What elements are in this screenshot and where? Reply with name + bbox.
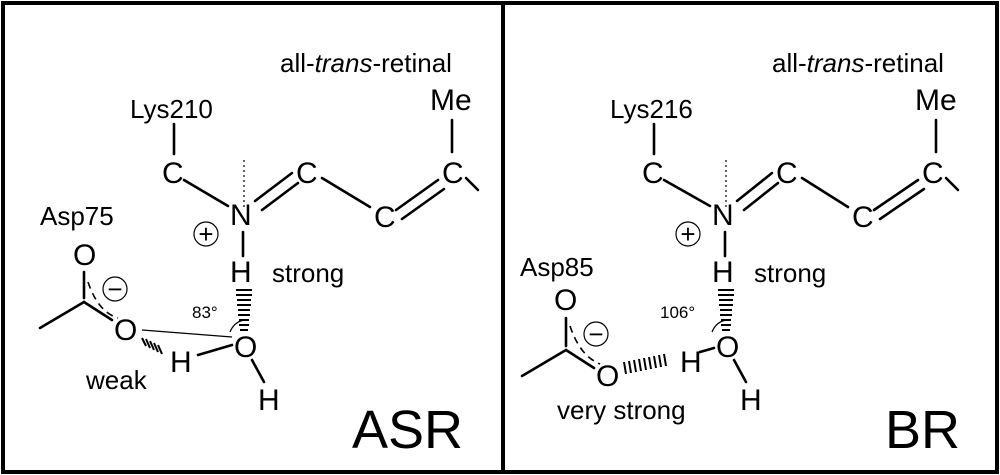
water-oxygen: O (234, 331, 257, 364)
plus-charge: + (680, 219, 695, 249)
retinal-label: all-trans-retinal (772, 48, 944, 78)
angle-arc (711, 319, 727, 333)
nh-bond-strength: strong (754, 258, 826, 288)
panel-asr: all-trans-retinal Lys210 Me Asp75 C N C … (38, 48, 480, 460)
hbond-weak-oh (141, 337, 163, 355)
n-c-double-bond-b (742, 181, 780, 212)
chain-continuation (464, 176, 480, 192)
carboxylate-arc (569, 325, 601, 365)
hbond-very-strong-oh (623, 353, 667, 375)
retinal-carbon-2: C (852, 201, 874, 234)
c-c-double-bond-b (400, 187, 446, 221)
hbond-strong-nh (236, 289, 252, 331)
methyl-label: Me (430, 84, 472, 117)
lys-carbon: C (162, 157, 184, 190)
c-c-bond (320, 176, 372, 209)
c-n-bond (182, 178, 230, 208)
carboxylate-arc (87, 281, 119, 319)
lys-carbon: C (642, 157, 664, 190)
asp-backbone-1 (38, 300, 86, 330)
protein-label: BR (885, 400, 960, 460)
water-oh-bond (698, 346, 716, 354)
oh-bond-strength: weak (85, 365, 148, 395)
asp-backbone-1 (520, 348, 568, 378)
c-c-bond (800, 176, 850, 209)
protein-label: ASR (352, 400, 463, 460)
c-n-bond (662, 178, 712, 208)
lysine-label: Lys210 (130, 94, 213, 124)
asp-oxygen-bottom: O (596, 360, 619, 393)
n-c-double-bond-a (735, 171, 774, 203)
water-hydrogen-left: H (680, 346, 702, 379)
asp-oxygen-bottom: O (114, 314, 137, 347)
c-c-double-bond-a (872, 178, 920, 212)
minus-charge: − (107, 274, 122, 304)
water-oh-bond-2 (732, 358, 748, 384)
retinal-label: all-trans-retinal (280, 48, 452, 78)
lysine-label: Lys216 (610, 94, 693, 124)
minus-charge: − (588, 319, 603, 349)
asp-oxygen-top: O (73, 239, 96, 272)
asp-oxygen-top: O (554, 284, 577, 317)
c-c-double-bond-b (878, 187, 926, 221)
water-oh-bond-2 (250, 358, 266, 384)
schiff-hydrogen: H (230, 256, 252, 289)
plus-charge: + (198, 219, 213, 249)
methyl-label: Me (915, 84, 957, 117)
angle-arc (229, 319, 245, 333)
n-c-double-bond-b (260, 181, 300, 212)
minus-charge-circle (102, 276, 128, 302)
water-oxygen: O (716, 331, 739, 364)
panel-br: all-trans-retinal Lys216 Me Asp85 C N C … (520, 48, 960, 460)
c-c-double-bond-a (394, 178, 440, 212)
schiff-nitrogen: N (230, 199, 252, 232)
asp-backbone-2 (82, 300, 114, 322)
oo-distance-line (141, 329, 233, 338)
retinal-carbon-3: C (442, 157, 464, 190)
aspartate-label: Asp85 (520, 252, 594, 282)
plus-charge-circle (193, 221, 219, 247)
minus-charge-circle (583, 321, 609, 347)
schiff-hydrogen: H (712, 256, 734, 289)
plus-charge-circle (675, 221, 701, 247)
asp-backbone-2 (564, 348, 596, 370)
hbond-strong-nh (718, 289, 734, 331)
angle-label: 106° (660, 303, 695, 322)
water-hydrogen-bottom: H (258, 384, 280, 417)
water-hydrogen-bottom: H (740, 384, 762, 417)
chain-continuation (944, 176, 960, 192)
retinal-carbon-1: C (296, 157, 318, 190)
schiff-nitrogen: N (712, 199, 734, 232)
water-oh-bond (196, 343, 234, 357)
oh-bond-strength: very strong (557, 395, 686, 425)
retinal-carbon-1: C (776, 157, 798, 190)
retinal-carbon-2: C (374, 201, 396, 234)
aspartate-label: Asp75 (40, 201, 114, 231)
angle-label: 83° (192, 303, 218, 322)
retinal-carbon-3: C (922, 157, 944, 190)
nh-bond-strength: strong (272, 258, 344, 288)
n-c-double-bond-a (253, 171, 294, 203)
water-hydrogen-left: H (170, 346, 192, 379)
